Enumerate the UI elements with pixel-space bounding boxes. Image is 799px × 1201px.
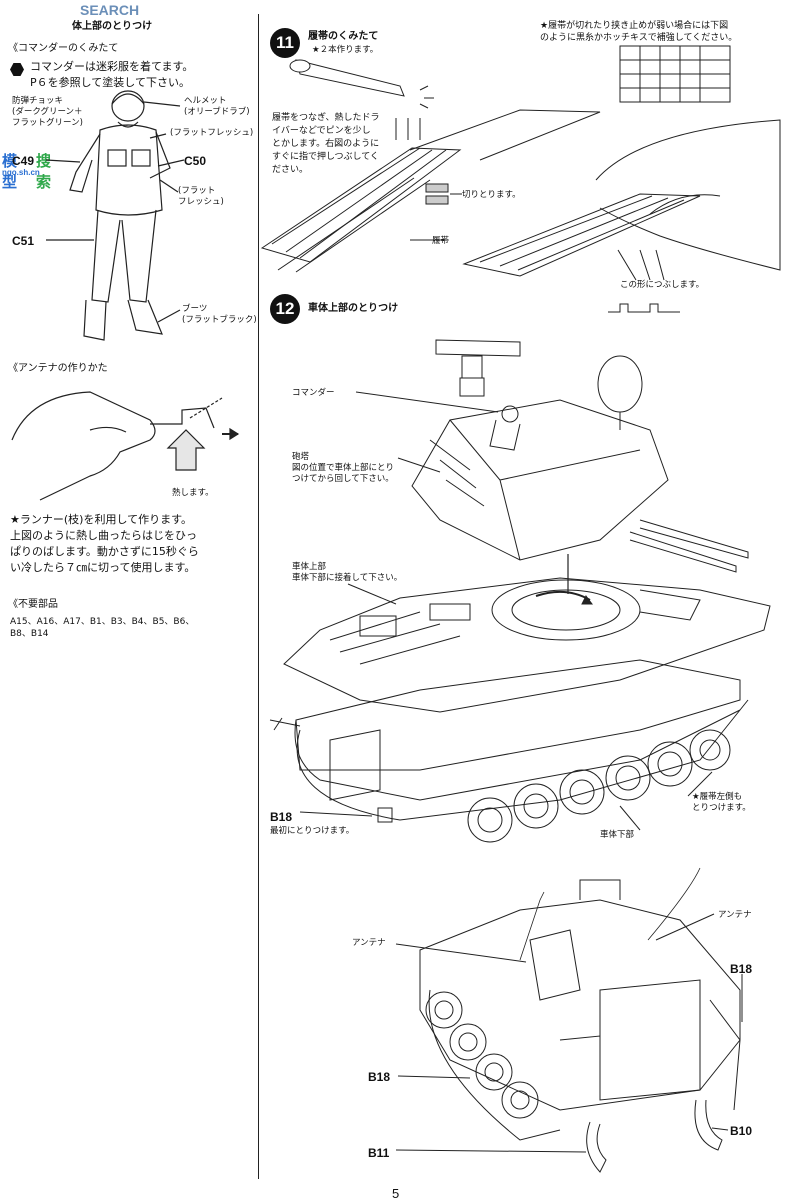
step-12-title: 車体上部のとりつけ [308,303,399,314]
step-12-illustrations [269,339,771,843]
antenna-title: 《アンテナの作りかた [8,363,108,374]
unneeded-list: A15、A16、A17、B1、B3、B4、B5、B6、 B8、B14 [10,617,195,639]
antenna-left-callout: アンテナ [352,938,386,948]
commander-note: コマンダーは迷彩服を着てます。 P６を参照して塗装して下さい。 [30,60,194,89]
commander-title: 《コマンダーのくみたて [8,43,119,54]
vest-label: 防弾チョッキ (ダークグリーン＋ フラットグリーン) [12,96,83,128]
lower-hull [269,659,749,843]
step-11-note-top: ★履帯が切れたり挟き止めが弱い場合には下図 のように黒糸かホッチキスで補強してく… [540,21,738,43]
watermark-logo-left: 模型 [2,153,18,191]
left-illustrations [11,90,240,501]
cut-label: 切りとります。 [462,190,521,200]
step-12-badge: 12 [270,294,300,324]
step-11-subtitle: ★２本作ります。 [312,45,379,55]
upper-hull [283,577,771,713]
heat-label: 熱します。 [172,488,214,498]
helmet-label: ヘルメット (オリーブドラブ) [184,96,250,117]
turret-callout: 砲塔 図の位置で車体上部にとり つけてから回して下さい。 [292,452,395,484]
unneeded-title: 《不要部品 [8,599,58,610]
reinforcement-track-detail [619,45,731,103]
commander-callout: コマンダー [292,388,335,398]
step-11-title: 履帯のくみたて [308,31,379,42]
flesh-label-2: (フラット フレッシュ) [178,186,224,207]
track-label: 履帯 [432,236,450,246]
hexagon-icon [10,63,24,76]
boots-label: ブーツ (フラットブラック) [182,304,257,325]
part-c50: C50 [184,154,207,168]
step-11-illustrations [260,45,781,313]
header-fragment: 体上部のとりつけ [72,21,153,32]
antenna-hand-illustration [11,391,240,501]
antenna-note: ★ランナー(枝)を利用して作ります。 上図のように熱し曲ったらはじをひっ ぱりの… [10,513,199,574]
step-11-instruction: 履帯をつなぎ、熱したドラ イバーなどでピンを少し とかします。右図のように すぐ… [272,113,380,175]
lower-hull-callout: 車体下部 [600,830,635,840]
part-c51: C51 [12,234,35,248]
watermark-url: ngo.sh.cn [2,168,40,177]
column-divider [258,14,259,1179]
flesh-label-1: (フラットフレッシュ) [170,128,254,138]
b18-note: 最初にとりつけます。 [270,826,355,836]
part-b18-rear-right: B18 [730,962,753,976]
crush-label: この形につぶします。 [620,280,705,290]
step-11-badge: 11 [270,28,300,58]
page-number: 5 [392,1186,400,1201]
upper-hull-callout: 車体上部 車体下部に接着して下さい。 [292,562,403,583]
watermark-text: SEARCH [80,2,140,18]
part-b18-rear-left: B18 [368,1070,391,1084]
part-c49: C49 [12,154,35,168]
part-b18-step12: B18 [270,810,293,824]
turret-assembly [355,339,749,594]
part-b11: B11 [368,1146,390,1160]
commander-figure [45,90,185,341]
watermark-logo-right: 搜索 [36,153,52,191]
part-b10: B10 [730,1124,753,1138]
antenna-right-callout: アンテナ [718,910,752,920]
left-track-note: ★履帯左側も とりつけます。 [692,792,751,813]
